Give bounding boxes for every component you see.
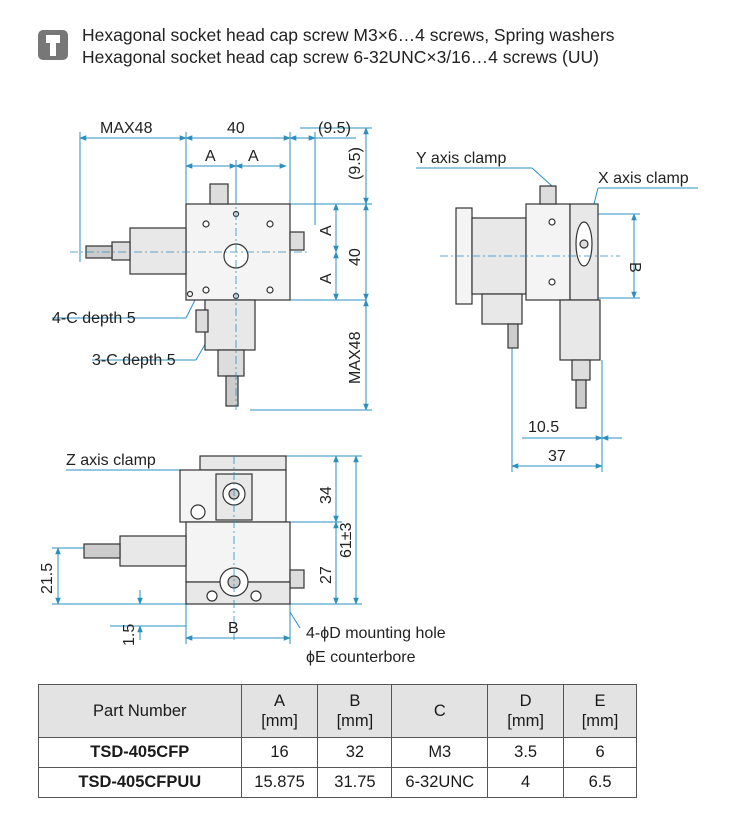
header-part-number: Part Number <box>38 684 242 738</box>
cell-e: 6 <box>563 737 637 768</box>
top-view: MAX48 40 (9.5) A A (9.5) A A 40 MAX48 4-… <box>52 120 372 411</box>
header-a: A[mm] <box>240 684 319 738</box>
header-d: D[mm] <box>487 684 565 738</box>
dim-b-front: B <box>228 620 239 637</box>
dim-61: 61±3 <box>338 522 355 558</box>
table-row: TSD-405CFPUU 15.875 31.75 6-32UNC 4 6.5 <box>38 767 637 798</box>
header-c: C <box>391 684 489 738</box>
cell-c: M3 <box>391 737 489 768</box>
dim-27: 27 <box>318 566 335 584</box>
dim-37: 37 <box>548 448 566 465</box>
header-b: B[mm] <box>317 684 393 738</box>
cell-a: 15.875 <box>240 767 319 798</box>
header: Hexagonal socket head cap screw M3×6…4 s… <box>38 24 728 74</box>
cell-b: 32 <box>317 737 393 768</box>
cell-e: 6.5 <box>563 767 637 798</box>
dim-b-side: B <box>626 262 643 273</box>
header-text: Hexagonal socket head cap screw M3×6…4 s… <box>82 24 615 68</box>
label-4c-depth: 4-C depth 5 <box>52 310 136 327</box>
label-mounting-hole: 4-ϕD mounting hole <box>306 625 446 642</box>
label-z-axis-clamp: Z axis clamp <box>66 452 156 469</box>
dim-9-5-h: (9.5) <box>318 120 351 137</box>
dim-1-5: 1.5 <box>121 624 138 646</box>
table-row: TSD-405CFP 16 32 M3 3.5 6 <box>38 737 637 768</box>
cell-a: 16 <box>240 737 319 768</box>
dim-40: 40 <box>227 120 245 137</box>
label-3c-depth: 3-C depth 5 <box>92 352 176 369</box>
dim-a-1: A <box>205 148 216 165</box>
side-view: Y axis clamp X axis clamp B 10.5 37 <box>416 150 698 472</box>
cell-part-number: TSD-405CFP <box>38 737 242 768</box>
dim-a-v1: A <box>318 225 335 236</box>
cell-d: 4 <box>487 767 565 798</box>
dim-max48-v: MAX48 <box>347 331 364 384</box>
screw-icon <box>38 30 68 60</box>
label-y-axis-clamp: Y axis clamp <box>416 150 507 167</box>
dim-40-v: 40 <box>347 248 364 266</box>
header-line-2: Hexagonal socket head cap screw 6-32UNC×… <box>82 47 599 67</box>
cell-b: 31.75 <box>317 767 393 798</box>
front-view: Z axis clamp 34 61±3 27 21.5 1.5 B 4-ϕD … <box>39 452 446 666</box>
label-x-axis-clamp: X axis clamp <box>598 170 689 187</box>
dim-9-5-v: (9.5) <box>347 147 364 180</box>
cell-c: 6-32UNC <box>391 767 489 798</box>
header-line-1: Hexagonal socket head cap screw M3×6…4 s… <box>82 25 615 45</box>
table-header-row: Part Number A[mm] B[mm] C D[mm] E[mm] <box>38 684 637 738</box>
spec-table: Part Number A[mm] B[mm] C D[mm] E[mm] TS… <box>38 684 637 798</box>
label-counterbore: ϕE counterbore <box>306 649 416 666</box>
cell-part-number: TSD-405CFPUU <box>38 767 242 798</box>
dim-21-5: 21.5 <box>39 563 56 594</box>
cell-d: 3.5 <box>487 737 565 768</box>
dim-10-5: 10.5 <box>528 419 559 436</box>
dim-max48: MAX48 <box>100 120 153 137</box>
dim-a-v2: A <box>318 273 335 284</box>
header-e: E[mm] <box>563 684 637 738</box>
technical-drawing: MAX48 40 (9.5) A A (9.5) A A 40 MAX48 4-… <box>39 120 698 666</box>
dim-34: 34 <box>318 486 335 504</box>
dim-a-2: A <box>248 148 259 165</box>
